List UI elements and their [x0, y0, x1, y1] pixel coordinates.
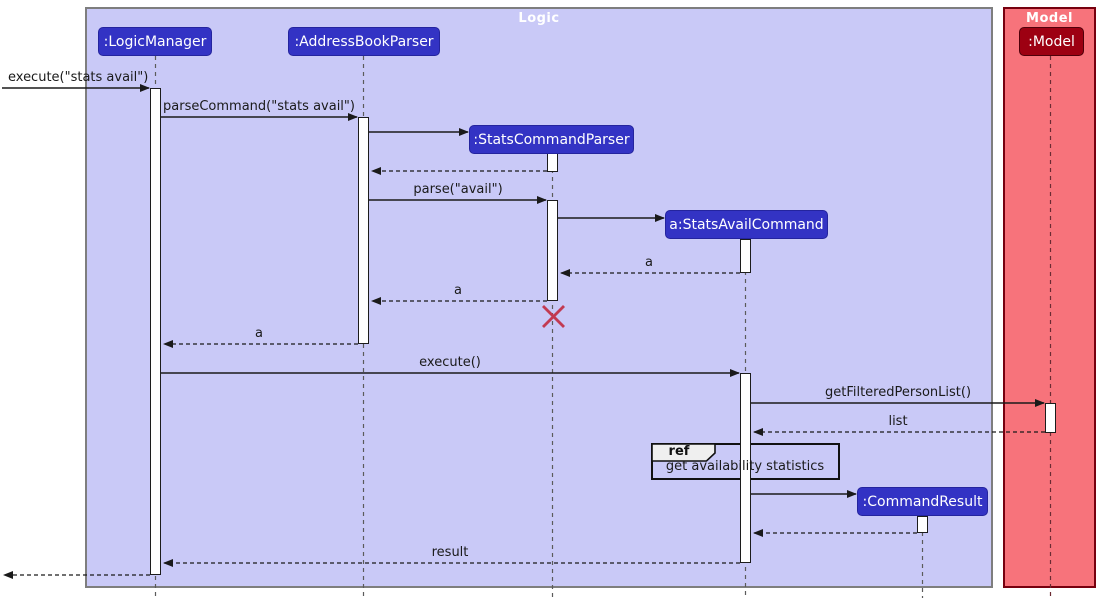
- logic-frame-title: Logic: [518, 11, 560, 26]
- participant-commandresult: :CommandResult: [857, 487, 988, 516]
- participant-addressbookparser: :AddressBookParser: [288, 27, 440, 56]
- participant-model-label: :Model: [1028, 33, 1075, 50]
- activation-commandresult: [917, 516, 928, 533]
- activation-addressbookparser: [358, 117, 369, 344]
- message-label-parsecommand: parseCommand("stats avail"): [163, 99, 355, 114]
- model-frame: Model: [1003, 7, 1096, 588]
- activation-statsavailcommand-1: [740, 239, 751, 273]
- participant-statsavailcommand-label: a:StatsAvailCommand: [669, 216, 824, 233]
- message-label-execute-found: execute("stats avail"): [8, 70, 149, 85]
- participant-commandresult-label: :CommandResult: [862, 493, 983, 510]
- ref-label: get availability statistics: [665, 459, 825, 474]
- participant-logicmanager-label: :LogicManager: [103, 33, 207, 50]
- participant-statscommandparser-label: :StatsCommandParser: [473, 131, 630, 148]
- message-label-parse-avail: parse("avail"): [413, 182, 503, 197]
- message-label-return-a-1: a: [645, 255, 653, 270]
- activation-statscommandparser-2: [547, 200, 558, 301]
- activation-statscommandparser-1: [547, 153, 558, 172]
- message-label-execute: execute(): [419, 355, 481, 370]
- participant-logicmanager: :LogicManager: [98, 27, 212, 56]
- message-label-return-a-3: a: [255, 326, 263, 341]
- ref-keyword: ref: [668, 444, 690, 459]
- logic-frame: Logic: [85, 7, 993, 588]
- activation-logicmanager: [150, 88, 161, 575]
- participant-model: :Model: [1019, 27, 1084, 56]
- message-label-result: result: [431, 545, 469, 560]
- activation-model: [1045, 403, 1056, 433]
- model-frame-title: Model: [1026, 11, 1073, 26]
- participant-statsavailcommand: a:StatsAvailCommand: [665, 210, 828, 239]
- message-label-getfilteredpersonlist: getFilteredPersonList(): [824, 385, 972, 400]
- participant-statscommandparser: :StatsCommandParser: [469, 125, 634, 154]
- message-label-list: list: [888, 414, 908, 429]
- participant-addressbookparser-label: :AddressBookParser: [294, 33, 434, 50]
- message-label-return-a-2: a: [454, 283, 462, 298]
